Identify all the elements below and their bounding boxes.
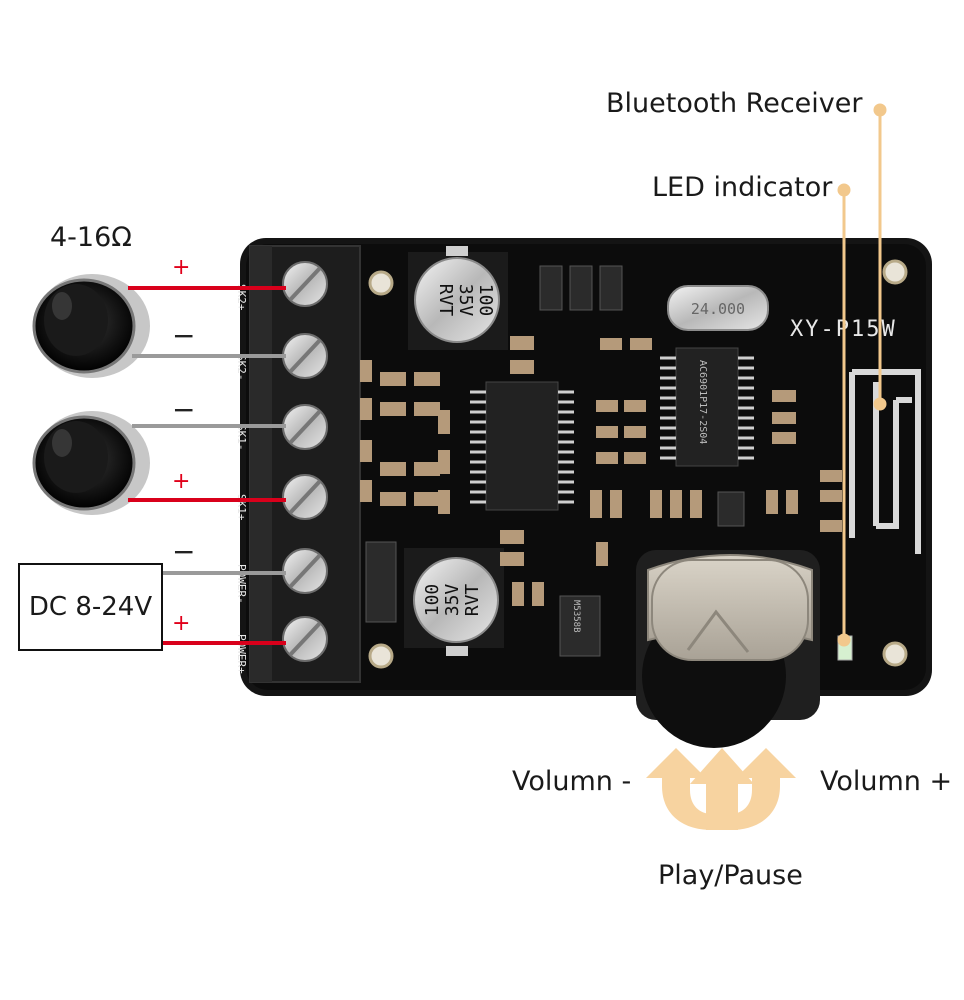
svg-text:24.000: 24.000 [691,300,745,318]
svg-text:100: 100 [422,584,443,617]
control-arrows [646,748,796,830]
sign-sk1-plus: + [172,469,191,494]
svg-text:AC6901P17-2S04: AC6901P17-2S04 [697,360,708,444]
bluetooth-receiver-label: Bluetooth Receiver [606,88,863,119]
mounting-holes [368,259,908,669]
svg-text:RVT: RVT [435,284,456,317]
capacitor-bottom: 100 35V RVT [404,548,504,656]
impedance-label: 4-16Ω [50,222,132,253]
sign-sk2-minus: − [172,319,196,352]
capacitor-top: 100 35V RVT [408,246,508,350]
crystal-oscillator: 24.000 [667,285,769,331]
power-box: DC 8-24V [18,563,163,651]
terminal-label-1: SK2+ [235,284,248,311]
svg-text:100: 100 [475,284,496,317]
terminal-label-3: SK1- [235,424,248,451]
smd-components [360,336,842,606]
speaker-2 [32,411,150,515]
amplifier-chip [470,381,574,511]
pcb-antenna [849,369,921,554]
terminal-label-5: POWER- [235,564,248,604]
power-label: DC 8-24V [28,592,153,622]
bluetooth-chip: AC6901P17-2S04 [660,347,754,467]
volume-down-label: Volumn - [512,766,632,797]
rotary-encoder [636,550,820,748]
sign-sk1-minus: − [172,393,196,426]
annotation-pointers [837,103,887,647]
sign-power-plus: + [172,611,191,636]
play-pause-label: Play/Pause [658,860,803,891]
board-model: XY-P15W [790,317,897,342]
wires [128,286,286,645]
led-indicator-label: LED indicator [652,172,833,203]
terminal-label-6: POWER+ [235,634,248,674]
sign-sk2-plus: + [172,255,191,280]
volume-up-label: Volumn + [820,766,953,797]
speaker-1 [32,274,150,378]
svg-text:RVT: RVT [462,584,483,617]
svg-text:M5358B: M5358B [571,600,581,633]
terminal-label-2: SK2- [235,354,248,381]
svg-text:35V: 35V [455,284,476,317]
sign-power-minus: − [172,535,196,568]
svg-text:35V: 35V [442,584,463,617]
